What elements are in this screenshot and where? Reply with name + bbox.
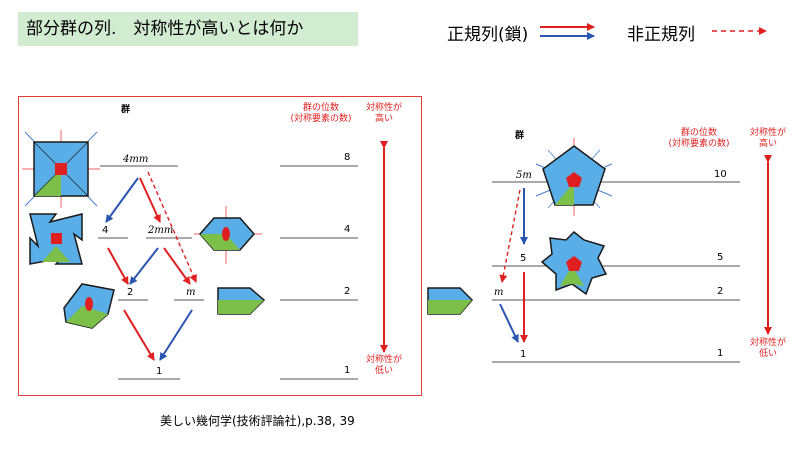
- left-group-2: 2: [127, 287, 134, 298]
- left-high-symmetry-line2: 高い: [374, 114, 393, 124]
- right-order-header-line1: 群の位数: [680, 128, 717, 138]
- left-order-2: 2: [344, 286, 351, 297]
- right-high-symmetry-line1: 対称性が: [749, 128, 786, 138]
- right-group-lines: [492, 181, 740, 363]
- left-group-m: m: [186, 287, 196, 298]
- right-subgroup-arrows: [499, 188, 528, 343]
- left-group-4mm: 4mm: [123, 154, 149, 165]
- left-group-header: 群: [121, 105, 131, 115]
- left-low-symmetry-line1: 対称性が: [365, 355, 402, 365]
- left-group-lines: [98, 165, 204, 380]
- left-order-1: 1: [344, 365, 351, 376]
- right-low-symmetry-label: 対称性が 低い: [740, 338, 796, 360]
- left-high-symmetry-line1: 対称性が: [365, 103, 402, 113]
- legend-non-normal-label: 非正規列: [627, 25, 695, 45]
- right-high-symmetry-line2: 高い: [758, 139, 777, 149]
- right-order-header: 群の位数 (対称要素の数): [658, 128, 740, 150]
- pentagon-m-shape-left: [217, 287, 266, 315]
- right-order-5: 5: [717, 252, 724, 263]
- parallelogram-2-shape: [63, 283, 115, 329]
- left-order-header-line1: 群の位数: [302, 103, 339, 113]
- left-order-8: 8: [344, 152, 351, 163]
- right-low-symmetry-line2: 低い: [758, 349, 777, 359]
- right-low-symmetry-line1: 対称性が: [749, 338, 786, 348]
- pentagon-5-shape: [540, 230, 608, 296]
- right-high-symmetry-label: 対称性が 高い: [740, 128, 796, 150]
- left-order-4: 4: [344, 224, 351, 235]
- left-group-2mm: 2mm: [148, 225, 174, 236]
- left-subgroup-arrows: [105, 171, 197, 361]
- left-low-symmetry-label: 対称性が 低い: [356, 355, 412, 377]
- left-panel-frame: [18, 96, 422, 396]
- right-group-1: 1: [520, 349, 527, 360]
- left-order-header: 群の位数 (対称要素の数): [276, 103, 366, 125]
- left-group-1: 1: [156, 366, 163, 377]
- right-order-10: 10: [714, 169, 727, 180]
- hexagon-2mm-shape: [194, 206, 262, 264]
- legend-normal-chain-label: 正規列(鎖): [447, 25, 529, 45]
- legend-normal-arrows: [540, 23, 595, 40]
- left-high-symmetry-label: 対称性が 高い: [356, 103, 412, 125]
- left-group-4: 4: [102, 225, 109, 236]
- left-order-header-line2: (対称要素の数): [290, 114, 352, 124]
- right-group-header: 群: [515, 131, 525, 141]
- page-title: 部分群の列. 対称性が高いとは何か: [18, 12, 358, 46]
- right-group-5: 5: [520, 253, 527, 264]
- right-order-header-line2: (対称要素の数): [668, 139, 730, 149]
- left-low-symmetry-line2: 低い: [374, 366, 393, 376]
- left-order-lines: [280, 165, 358, 380]
- right-group-m: m: [494, 287, 504, 298]
- pentagon-m-shape-center: [427, 287, 474, 315]
- pentagon-5m-shape: [535, 138, 613, 216]
- right-order-2: 2: [717, 286, 724, 297]
- right-order-1: 1: [717, 348, 724, 359]
- pinwheel-4-shape: [29, 213, 83, 265]
- square-4mm-shape: [22, 130, 100, 208]
- right-group-5m: 5m: [516, 170, 532, 181]
- citation-text: 美しい幾何学(技術評論社),p.38, 39: [160, 414, 355, 428]
